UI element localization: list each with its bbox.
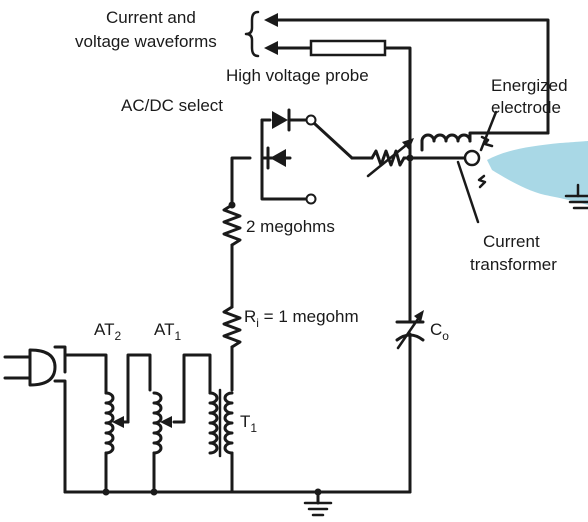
ri-label: Ri = 1 megohm: [244, 307, 359, 330]
node-upper-right: [406, 154, 414, 162]
ground-rail: [63, 490, 412, 505]
at2: [63, 353, 152, 494]
at1-label: AT1: [154, 320, 182, 343]
two-megohms-label: 2 megohms: [246, 217, 335, 236]
t1-primary-coil: [208, 391, 219, 455]
right-rail: [395, 156, 425, 494]
hv-probe-label: High voltage probe: [226, 66, 369, 85]
diode-lower: [266, 146, 286, 170]
ground-plate: [564, 183, 588, 210]
label-pointers: [456, 110, 498, 224]
acdc-select-label: AC/DC select: [121, 96, 224, 115]
ground-symbol: [303, 501, 333, 517]
energized-electrode: [463, 149, 481, 167]
current-transformer-coil: [420, 133, 472, 143]
t1-label: T1: [240, 412, 258, 435]
co-label: Co: [430, 320, 449, 343]
waveform-signal-lines: [273, 18, 550, 135]
arrow-head-current: [264, 13, 278, 27]
hv-probe-resistor: [309, 39, 387, 57]
node-at1: [150, 488, 158, 496]
waveforms-label-line1: Current and: [106, 8, 196, 27]
node-2megohm: [228, 201, 236, 209]
node-at2: [102, 488, 110, 496]
ct-label-line1: Current: [483, 232, 540, 251]
arrow-head-voltage: [264, 41, 278, 55]
node-ground: [314, 488, 322, 496]
discharge-plume: [487, 141, 588, 205]
diode-upper: [272, 108, 291, 132]
left-rail: [222, 186, 242, 392]
waveforms-label-line2: voltage waveforms: [75, 32, 217, 51]
energized-label-line2: electrode: [491, 98, 561, 117]
variable-capacitor-arrow: [396, 310, 424, 350]
at1: [152, 353, 212, 494]
power-plug: [3, 345, 67, 494]
acdc-switch: [305, 114, 354, 205]
at2-label: AT2: [94, 320, 122, 343]
energized-label-line1: Energized: [491, 76, 568, 95]
t1-secondary-coil: [223, 391, 234, 455]
waveforms-brace: [244, 10, 260, 58]
upper-rail: [350, 101, 467, 160]
ct-leads: [420, 131, 550, 152]
variable-resistor: [366, 138, 414, 178]
ct-label-line2: transformer: [470, 255, 557, 274]
